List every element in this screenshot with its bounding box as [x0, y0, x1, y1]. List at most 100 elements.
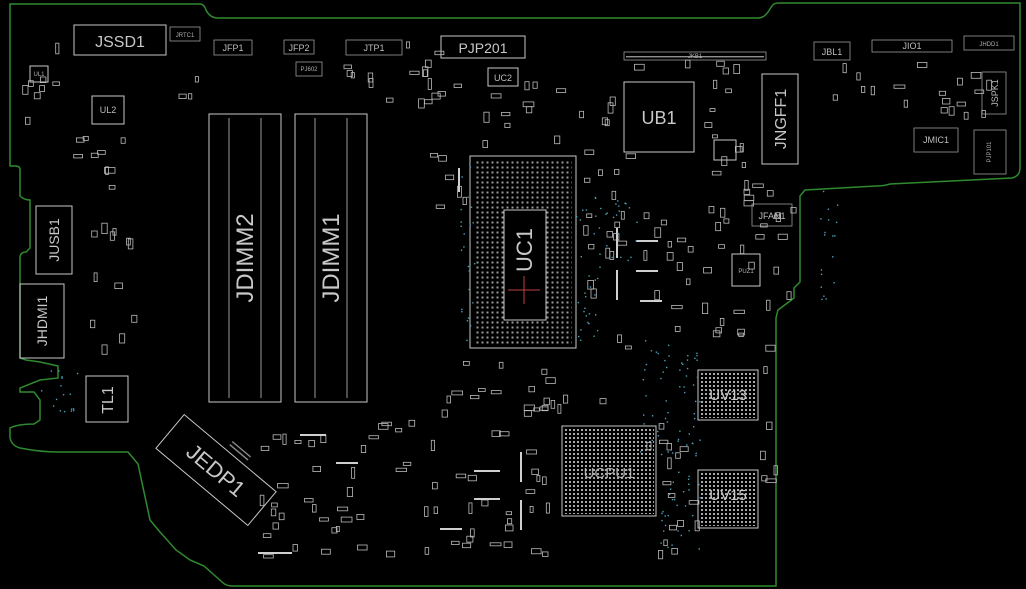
- smd-component: [356, 514, 365, 520]
- via: [671, 452, 674, 454]
- jio1-label: JIO1: [902, 41, 921, 51]
- smd-component: [405, 41, 410, 49]
- smd-component: [688, 500, 700, 505]
- smd-component: [677, 237, 687, 243]
- via: [461, 308, 463, 311]
- smd-component: [625, 153, 636, 159]
- via: [463, 246, 465, 248]
- smd-component: [556, 88, 567, 93]
- smd-component: [704, 122, 713, 128]
- via: [823, 295, 825, 297]
- smd-component: [73, 154, 83, 159]
- smd-component: [178, 93, 187, 99]
- jhdmi1-label: JHDMI1: [34, 296, 50, 347]
- smd-component: [856, 72, 861, 81]
- smd-component: [716, 60, 725, 67]
- via: [60, 385, 62, 387]
- via: [658, 424, 661, 427]
- smd-component: [634, 63, 645, 71]
- via: [664, 359, 666, 362]
- smd-component: [526, 449, 537, 455]
- via: [76, 372, 79, 375]
- via: [692, 384, 695, 386]
- via: [669, 488, 672, 490]
- smd-component: [766, 421, 773, 431]
- ul1-chip: [29, 65, 49, 83]
- smd-component: [617, 240, 628, 246]
- via: [664, 515, 666, 517]
- smd-component: [312, 465, 321, 472]
- smd-component: [659, 439, 669, 445]
- via: [650, 350, 653, 352]
- via: [469, 163, 471, 166]
- via: [584, 292, 586, 294]
- smd-component: [343, 64, 352, 70]
- via: [696, 376, 699, 378]
- via: [695, 400, 697, 403]
- via: [821, 298, 823, 301]
- via: [683, 386, 685, 388]
- smd-component: [522, 101, 535, 108]
- via: [688, 475, 690, 478]
- via: [640, 451, 642, 453]
- via: [596, 329, 599, 332]
- jhdmi1-connector: [19, 283, 65, 359]
- via: [696, 352, 698, 354]
- smd-component: [395, 427, 403, 433]
- smd-component: [466, 535, 474, 543]
- ucpu1-chip: [561, 425, 657, 517]
- smd-component: [940, 107, 948, 114]
- smd-component: [677, 520, 684, 527]
- smd-component: [357, 544, 368, 551]
- smd-component: [282, 433, 287, 445]
- via: [587, 321, 589, 324]
- via: [686, 444, 688, 446]
- smd-component: [308, 440, 315, 448]
- uc1-die: [503, 209, 547, 321]
- via: [679, 430, 681, 432]
- jhdd1-label: JHDD1: [979, 42, 999, 48]
- smd-component: [735, 146, 743, 153]
- smd-component: [498, 431, 510, 437]
- smd-component: [614, 221, 620, 228]
- via: [460, 225, 462, 227]
- via: [679, 369, 681, 371]
- pj602-component: [295, 61, 323, 77]
- smd-component: [104, 167, 116, 174]
- smd-component: [531, 548, 542, 555]
- smd-component: [33, 92, 41, 100]
- via: [467, 317, 470, 319]
- jkb1-connector: [623, 51, 767, 61]
- smd-component: [702, 302, 709, 315]
- smd-component: [408, 419, 416, 427]
- smd-component: [271, 502, 278, 508]
- smd-component: [108, 184, 116, 190]
- smd-component: [501, 112, 511, 117]
- smd-component: [744, 179, 749, 191]
- via: [688, 483, 690, 485]
- smd-component: [543, 397, 550, 406]
- smd-component: [451, 540, 460, 545]
- smd-component: [424, 99, 433, 105]
- smd-component: [917, 62, 928, 68]
- via: [474, 263, 476, 265]
- smd-component: [666, 252, 674, 261]
- jfp2-label: JFP2: [288, 43, 309, 53]
- smd-component: [109, 231, 115, 241]
- puz1-chip: [731, 253, 761, 287]
- smd-component: [378, 423, 389, 430]
- smd-component: [351, 466, 356, 479]
- smd-component: [686, 278, 691, 286]
- via: [681, 362, 683, 364]
- via: [684, 505, 687, 507]
- jssd1-connector: [73, 24, 167, 56]
- via: [660, 377, 662, 380]
- smd-component: [430, 439, 435, 451]
- via: [583, 310, 585, 313]
- smd-component: [105, 166, 109, 175]
- smd-component: [409, 70, 420, 75]
- smd-component: [687, 245, 694, 253]
- via: [661, 519, 663, 522]
- via: [682, 491, 685, 493]
- smd-component: [743, 200, 755, 207]
